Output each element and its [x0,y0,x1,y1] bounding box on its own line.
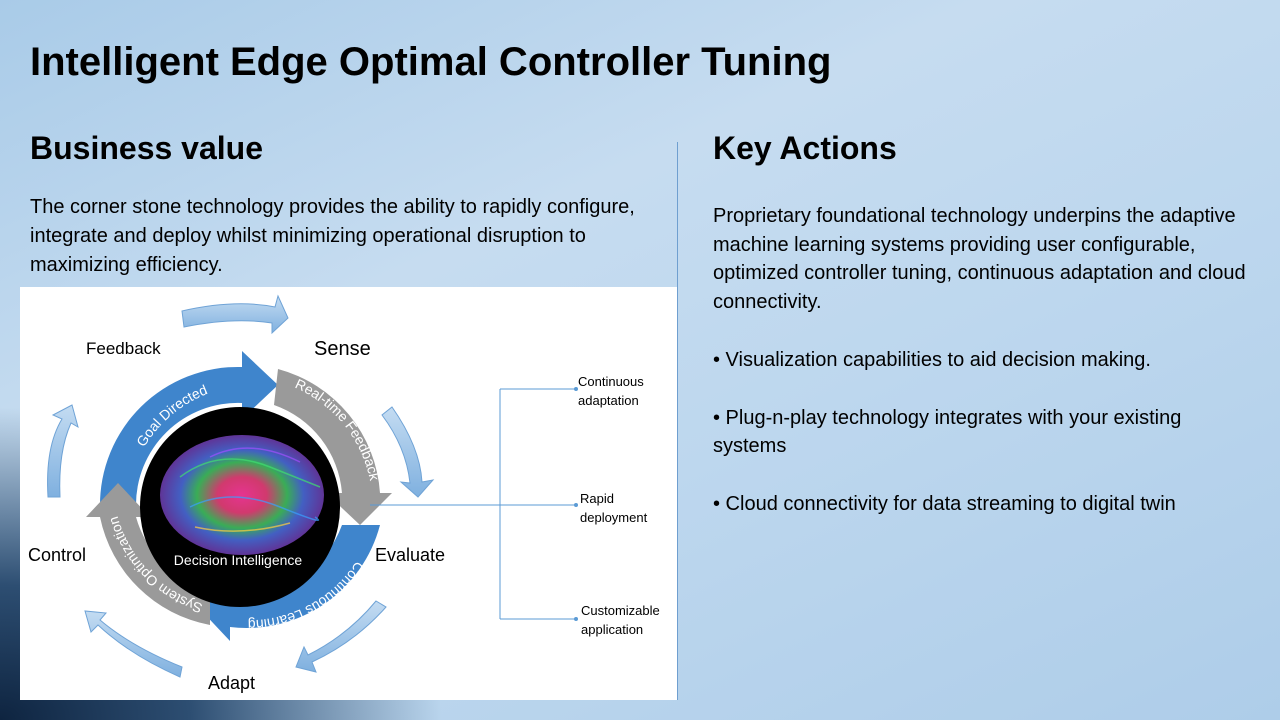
business-value-text: The corner stone technology provides the… [30,196,635,276]
key-actions-bullets: • Visualization capabilities to aid deci… [713,346,1258,547]
label-control: Control [28,545,86,565]
callout-continuous-adaptation: Continuous adaptation [578,374,647,408]
label-sense: Sense [314,338,371,360]
outer-arrow-bottom-left [84,610,183,678]
key-actions-heading: Key Actions [713,130,897,166]
outer-arrow-left [47,404,79,498]
key-actions-text: Proprietary foundational technology unde… [713,205,1246,313]
label-adapt: Adapt [208,673,255,693]
bullet-visualization: • Visualization capabilities to aid deci… [713,349,1151,371]
bullet-cloud: • Cloud connectivity for data streaming … [713,492,1176,515]
ring-goal-directed [99,351,278,507]
decision-intelligence-diagram: Goal Directed Real-time Feedback Continu… [20,287,677,700]
column-divider [677,142,678,700]
callout-customizable-application: Customizable application [581,603,663,637]
page-title: Intelligent Edge Optimal Controller Tuni… [30,40,832,84]
outer-arrow-top [181,294,289,335]
outer-arrow-right [381,406,435,498]
center-label: Decision Intelligence [174,552,303,568]
ring-realtime-feedback [274,369,392,525]
ring-system-optimization [86,483,210,625]
callout-rapid-deployment: Rapid deployment [580,491,648,525]
callout-connectors [370,388,576,620]
label-feedback: Feedback [86,339,161,358]
connector-dot-middle [574,503,578,507]
business-value-heading: Business value [30,130,263,166]
brain-image [160,435,324,555]
outer-arrow-bottom-right [295,600,387,673]
connector-dot-bottom [574,617,578,621]
label-evaluate: Evaluate [375,545,445,565]
bullet-plug-n-play: • Plug-n-play technology integrates with… [713,406,1182,458]
connector-dot-top [574,387,578,391]
